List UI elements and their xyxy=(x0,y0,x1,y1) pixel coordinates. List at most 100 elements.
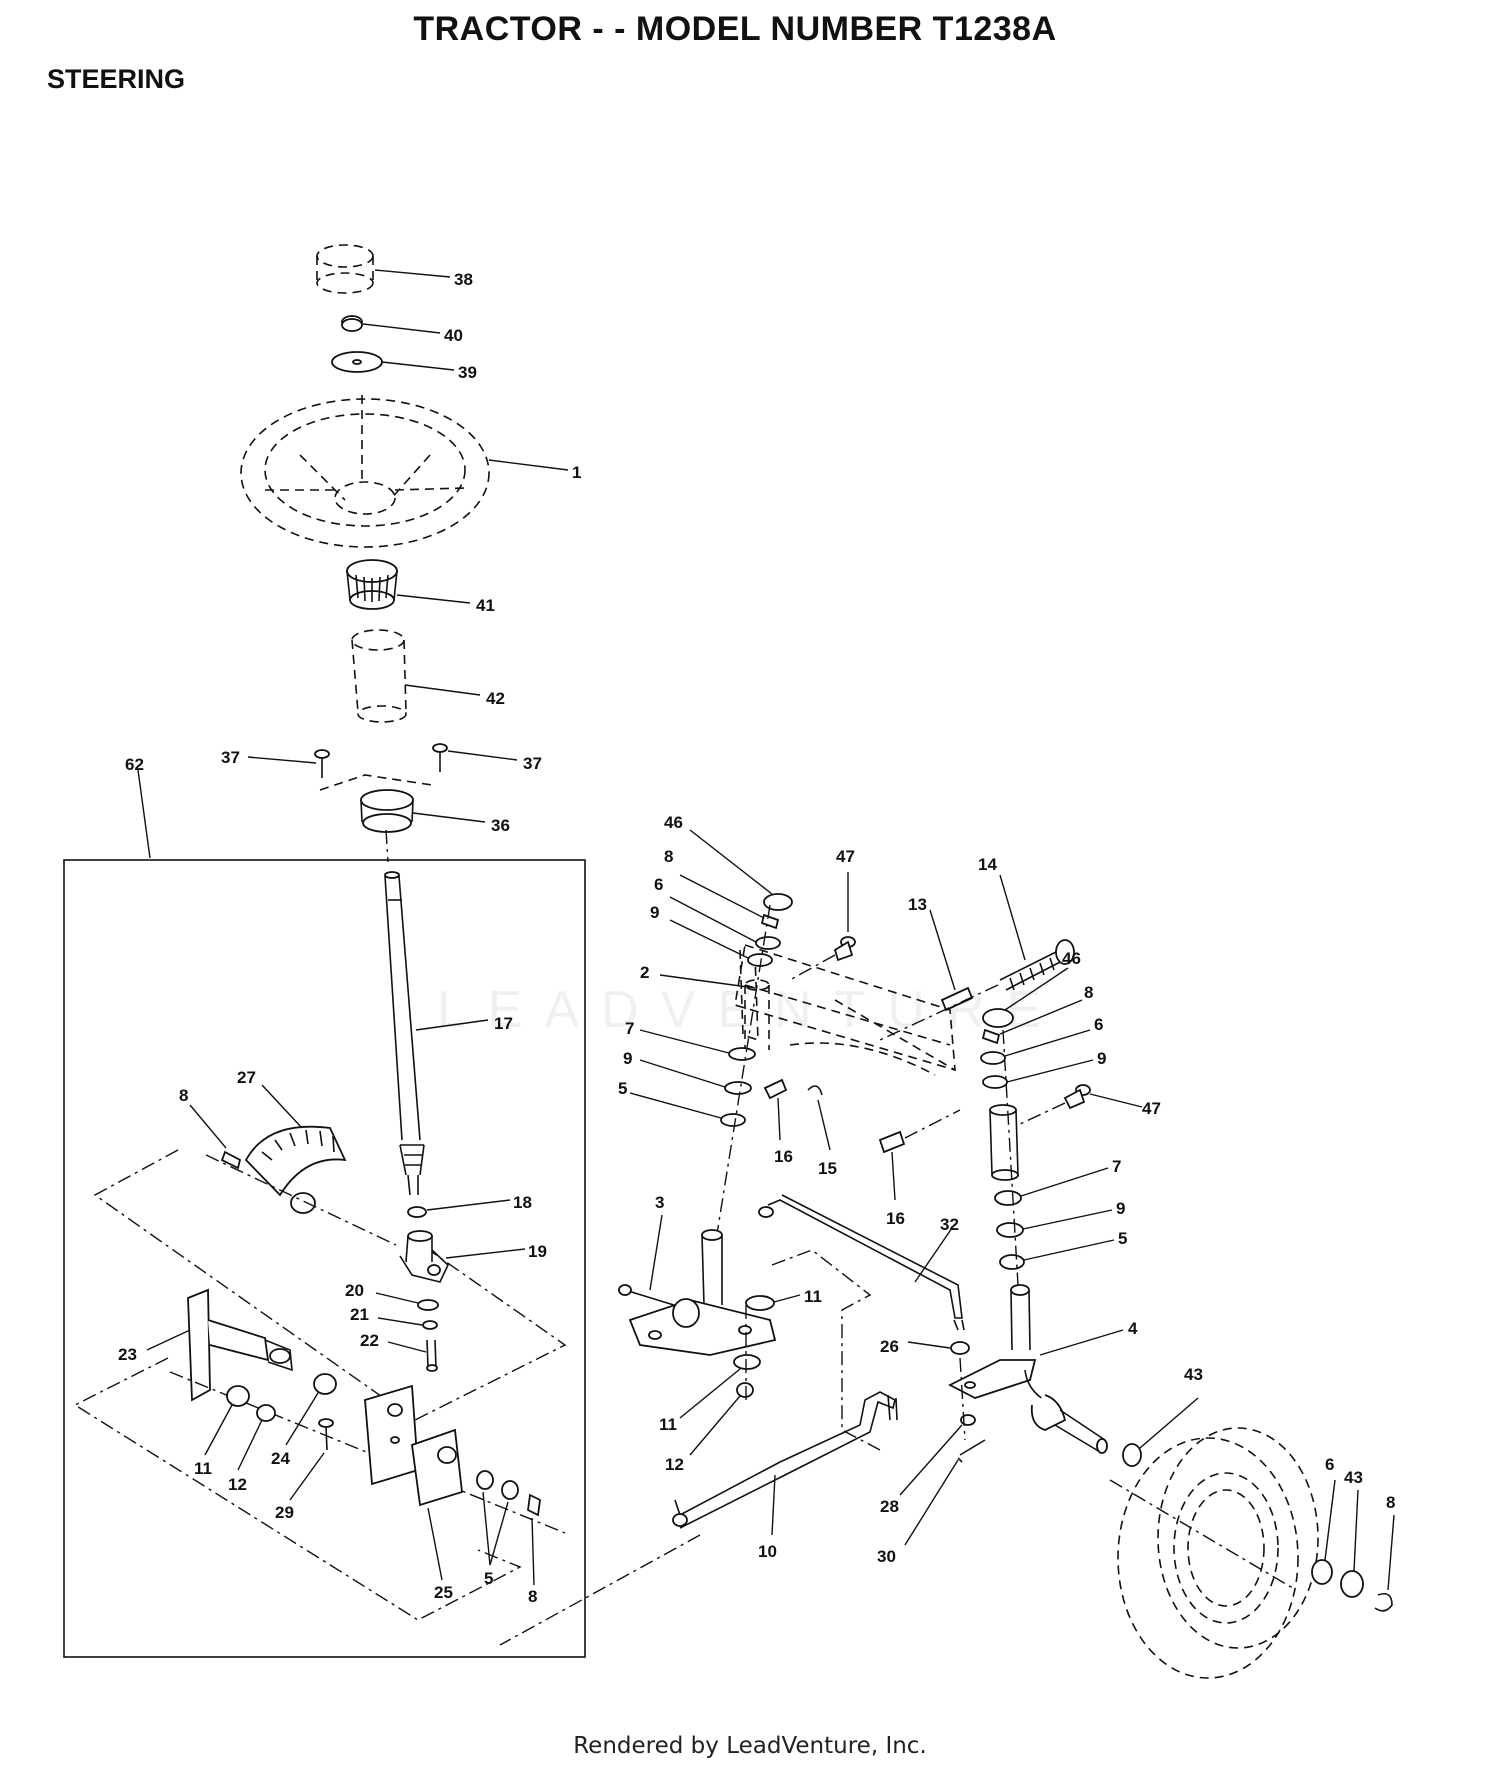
leader-29 xyxy=(289,1452,325,1501)
leader-8-left xyxy=(189,1104,227,1149)
callout-62: 62 xyxy=(125,755,144,774)
leader-4 xyxy=(1039,1329,1124,1356)
callout-7-left: 7 xyxy=(625,1019,634,1038)
leader-43-inner xyxy=(1139,1397,1199,1449)
callout-14: 14 xyxy=(978,855,997,874)
callout-5-bracket: 5 xyxy=(484,1569,493,1588)
nut-12-left xyxy=(256,1404,276,1422)
leader-5b xyxy=(489,1501,509,1566)
leader-21 xyxy=(377,1317,423,1326)
bolt-29 xyxy=(318,1418,334,1451)
leader-37-right xyxy=(447,750,518,761)
callout-37-left: 37 xyxy=(221,748,240,767)
callout-8-right-spindle: 8 xyxy=(1084,983,1093,1002)
callout-47-right: 47 xyxy=(1142,1099,1161,1118)
sleeve-42 xyxy=(351,629,407,723)
leader-5a xyxy=(482,1491,491,1566)
callout-43-inner: 43 xyxy=(1184,1365,1203,1384)
cotter-pin-8-bracket xyxy=(527,1493,541,1517)
cotter-pin-8-left xyxy=(220,1150,242,1170)
axis-47-right xyxy=(1017,1102,1066,1126)
callout-4: 4 xyxy=(1128,1319,1138,1338)
leader-7-left xyxy=(639,1029,730,1054)
washer-11-right-bottom xyxy=(733,1354,761,1370)
leader-1 xyxy=(488,459,569,471)
leader-6-right xyxy=(1004,1029,1091,1057)
steering-shaft-17 xyxy=(384,871,425,1196)
leader-41 xyxy=(396,594,471,604)
clip-15 xyxy=(807,1085,823,1096)
pin-16-right xyxy=(878,1130,906,1154)
pin-8-right-spindle xyxy=(981,1028,1001,1045)
callout-20: 20 xyxy=(345,1281,364,1300)
washer-11-right-top xyxy=(745,1295,775,1311)
nut-40 xyxy=(341,315,363,332)
axle-2 xyxy=(734,943,956,1076)
leader-8-bracket xyxy=(531,1517,535,1586)
callout-16-right: 16 xyxy=(886,1209,905,1228)
leader-17 xyxy=(415,1019,489,1031)
leader-18 xyxy=(426,1199,511,1211)
callout-37-right: 37 xyxy=(523,754,542,773)
cap-46-right xyxy=(982,1008,1014,1028)
callout-9-left-lower: 9 xyxy=(623,1049,632,1068)
axis-drag-link xyxy=(499,1534,701,1646)
callout-9-right: 9 xyxy=(1097,1049,1106,1068)
adapter-41 xyxy=(346,559,398,610)
callout-30: 30 xyxy=(877,1547,896,1566)
callout-6-left: 6 xyxy=(654,875,663,894)
callout-7-right: 7 xyxy=(1112,1157,1121,1176)
callout-22: 22 xyxy=(360,1331,379,1350)
leader-8-right-spindle xyxy=(999,999,1083,1035)
assembly-62-box xyxy=(63,859,586,1658)
plane-upper xyxy=(93,1149,567,1421)
leader-22 xyxy=(387,1341,427,1353)
washer-9-right xyxy=(982,1075,1008,1089)
washer-5b xyxy=(501,1480,519,1500)
leader-40 xyxy=(362,323,441,334)
callout-40: 40 xyxy=(444,326,463,345)
callout-1: 1 xyxy=(572,463,581,482)
callout-32: 32 xyxy=(940,1215,959,1234)
leader-30 xyxy=(904,1459,959,1546)
washer-5a xyxy=(476,1470,494,1490)
drag-link-reference xyxy=(771,1249,881,1451)
leader-26 xyxy=(907,1341,951,1349)
pin-8-wheel xyxy=(1374,1592,1393,1612)
leader-32 xyxy=(914,1227,953,1283)
pin-8-left-spindle xyxy=(760,913,780,930)
washer-9-right-lower xyxy=(996,1222,1024,1238)
grease-fitting-47-left xyxy=(833,936,856,962)
pin-16-left xyxy=(763,1078,788,1100)
leader-15 xyxy=(817,1099,831,1151)
callout-43-outer: 43 xyxy=(1344,1468,1363,1487)
callout-29: 29 xyxy=(275,1503,294,1522)
callout-8-left-spindle: 8 xyxy=(664,847,673,866)
sector-gear-27 xyxy=(244,1125,347,1214)
leader-12-left xyxy=(237,1419,263,1471)
leader-46-right xyxy=(1004,967,1069,1011)
callout-42: 42 xyxy=(486,689,505,708)
leader-3 xyxy=(649,1214,663,1291)
knob-38 xyxy=(316,244,374,294)
bushing-26 xyxy=(950,1341,970,1355)
callout-38: 38 xyxy=(454,270,473,289)
leader-11-right-top xyxy=(773,1294,801,1303)
leader-62 xyxy=(137,769,151,859)
grease-fitting-47-right xyxy=(1063,1084,1091,1110)
washer-7-right xyxy=(994,1190,1022,1206)
cap-46-left xyxy=(763,893,793,911)
axis-right-spindle xyxy=(1002,1029,1019,1286)
washer-7-left xyxy=(728,1047,756,1061)
leader-42 xyxy=(404,684,481,696)
leader-28 xyxy=(899,1424,963,1496)
washer-5-left xyxy=(720,1113,746,1127)
callout-6-right: 6 xyxy=(1094,1015,1103,1034)
washer-6-wheel xyxy=(1311,1559,1333,1585)
leader-9-right-lower xyxy=(1022,1209,1113,1230)
leader-13 xyxy=(929,909,956,991)
callout-8-bracket: 8 xyxy=(528,1587,537,1606)
callout-6-wheel: 6 xyxy=(1325,1455,1334,1474)
spindle-4 xyxy=(948,1284,1108,1454)
